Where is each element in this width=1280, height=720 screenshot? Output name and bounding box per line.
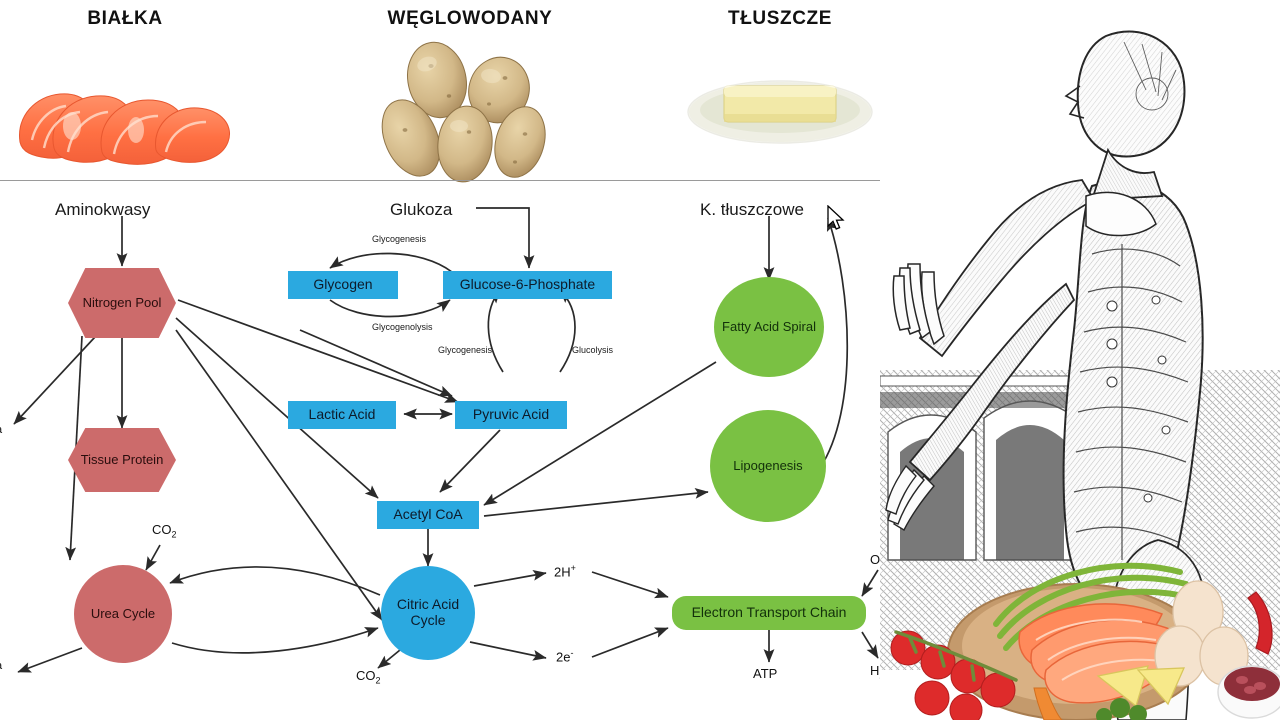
macro-column-fats: TŁUSZCZE — [660, 0, 900, 180]
node-citric-acid-cycle[interactable]: Citric Acid Cycle — [381, 566, 475, 660]
node-acetyl-coa[interactable]: Acetyl CoA — [377, 501, 479, 529]
molecule-label-atp: ATP — [753, 666, 778, 681]
node-lactic-acid-label: Lactic Acid — [308, 406, 376, 423]
anatomy-engraving-image — [880, 0, 1280, 720]
potatoes-image — [365, 38, 575, 183]
node-citric-acid-cycle-label: Citric Acid Cycle — [396, 596, 460, 628]
source-label-amino-acids: Aminokwasy — [55, 200, 151, 219]
molecule-label-co2-urea: CO2 — [152, 522, 177, 540]
header-divider — [0, 180, 880, 181]
node-urea-cycle-label: Urea Cycle — [90, 605, 156, 621]
macro-column-proteins: BIAŁKA — [0, 0, 250, 180]
molecule-label-clipped-left-lower: a — [0, 660, 2, 672]
pathway-label-glucolysis: Glucolysis — [572, 345, 614, 355]
pathway-label-glycogenesis-top: Glycogenesis — [372, 234, 427, 244]
node-tissue-protein-label: Tissue Protein — [80, 451, 164, 467]
source-label-fatty-acids: K. tłuszczowe — [700, 200, 804, 219]
node-electron-transport-chain-label: Electron Transport Chain — [691, 604, 847, 621]
node-urea-cycle[interactable]: Urea Cycle — [74, 565, 172, 663]
pathway-label-glycogenolysis: Glycogenolysis — [372, 322, 433, 332]
macro-column-carbohydrates: WĘGLOWODANY — [290, 0, 650, 183]
molecule-label-clipped-left-upper: a — [0, 424, 2, 436]
food-plate-image — [880, 520, 1280, 720]
node-fatty-acid-spiral[interactable]: Fatty Acid Spiral — [714, 277, 824, 377]
node-pyruvic-acid[interactable]: Pyruvic Acid — [455, 401, 567, 429]
node-glucose-6-phosphate[interactable]: Glucose-6-Phosphate — [443, 271, 612, 299]
source-label-glucose: Glukoza — [390, 200, 453, 219]
macro-title-carbohydrates: WĘGLOWODANY — [387, 8, 553, 29]
node-nitrogen-pool-label: Nitrogen Pool — [82, 294, 162, 310]
node-acetyl-coa-label: Acetyl CoA — [393, 506, 463, 523]
node-glycogen-label: Glycogen — [313, 276, 373, 293]
node-fatty-acid-spiral-label: Fatty Acid Spiral — [722, 318, 816, 334]
macro-title-proteins: BIAŁKA — [87, 8, 163, 29]
node-pyruvic-acid-label: Pyruvic Acid — [472, 406, 550, 423]
node-nitrogen-pool[interactable]: Nitrogen Pool — [68, 268, 176, 338]
node-tissue-protein[interactable]: Tissue Protein — [68, 428, 176, 492]
mouse-cursor — [827, 205, 845, 230]
macro-title-fats: TŁUSZCZE — [727, 8, 832, 29]
butter-in-dish-image — [680, 62, 880, 152]
pathway-label-glycogenesis-lower: Glycogenesis — [438, 345, 493, 355]
salmon-slices-image — [10, 56, 240, 171]
molecule-label-2e-minus: 2e- — [556, 648, 574, 665]
node-glucose-6-phosphate-label: Glucose-6-Phosphate — [459, 276, 596, 293]
node-lipogenesis-label: Lipogenesis — [733, 457, 803, 473]
node-lipogenesis[interactable]: Lipogenesis — [710, 410, 826, 522]
node-electron-transport-chain[interactable]: Electron Transport Chain — [672, 596, 866, 630]
molecule-label-co2-citric: CO2 — [356, 668, 381, 686]
node-lactic-acid[interactable]: Lactic Acid — [288, 401, 396, 429]
node-glycogen[interactable]: Glycogen — [288, 271, 398, 299]
molecule-label-2h-plus: 2H+ — [554, 563, 576, 580]
